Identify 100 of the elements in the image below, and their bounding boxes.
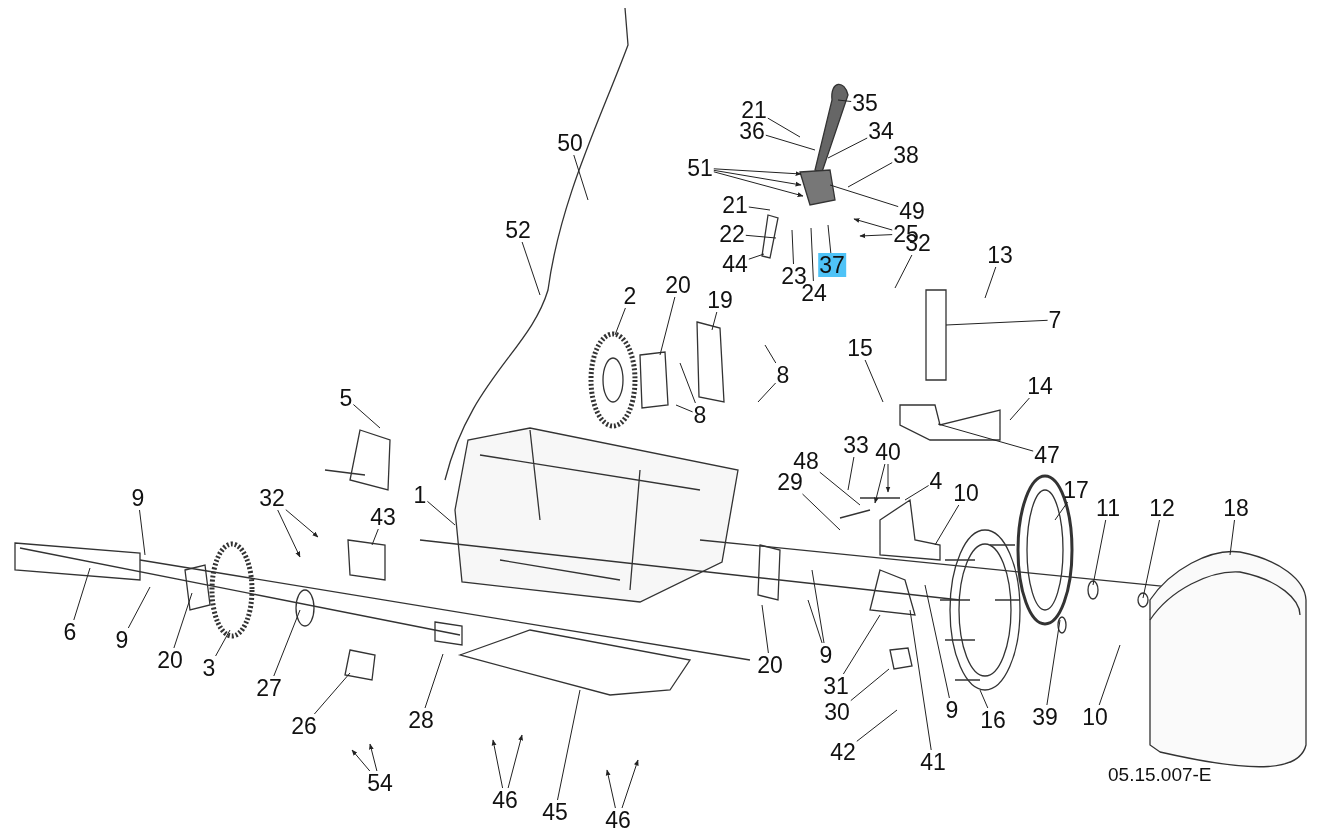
callout-number: 36 <box>738 119 766 143</box>
leader-line <box>765 134 816 151</box>
leader-line <box>426 500 456 526</box>
callout-number: 38 <box>892 143 920 167</box>
callout-number: 26 <box>290 714 318 738</box>
callout-number: 16 <box>979 708 1007 732</box>
callout-number: 20 <box>156 648 184 672</box>
leader-line <box>847 456 855 491</box>
callout-number: 8 <box>775 363 791 387</box>
callout-number: 5 <box>338 386 354 410</box>
callout-number: 54 <box>366 771 394 795</box>
callout-number: 9 <box>944 698 960 722</box>
leader-line <box>853 218 893 231</box>
leader-line <box>139 509 146 556</box>
leader-line <box>215 629 231 657</box>
leader-line <box>1098 644 1121 706</box>
callout-number: 33 <box>842 433 870 457</box>
callout-number: 18 <box>1222 496 1250 520</box>
leader-line <box>864 359 884 403</box>
leader-line <box>285 509 319 538</box>
callout-number: 28 <box>407 708 435 732</box>
callout-number: 8 <box>692 403 708 427</box>
leader-line <box>934 504 960 546</box>
leader-line <box>791 229 794 265</box>
callout-number: 20 <box>664 273 692 297</box>
leader-line <box>802 493 841 531</box>
leader-line <box>491 739 504 789</box>
leader-line <box>713 171 804 197</box>
leader-line <box>371 528 379 546</box>
callout-number: 46 <box>491 788 519 812</box>
leader-line <box>614 307 626 336</box>
callout-number: 47 <box>1033 443 1061 467</box>
callout-number: 40 <box>874 440 902 464</box>
callout-number: 46 <box>604 808 632 832</box>
leader-line <box>856 709 898 742</box>
leader-line <box>659 296 676 356</box>
callout-number: 51 <box>686 156 714 180</box>
leader-line <box>277 509 301 558</box>
leader-line <box>313 672 351 715</box>
leader-line <box>807 599 823 644</box>
callout-number: 22 <box>718 222 746 246</box>
leader-line <box>937 423 1034 452</box>
callout-number: 9 <box>818 643 834 667</box>
callout-number: 13 <box>986 243 1014 267</box>
callout-number: 27 <box>255 676 283 700</box>
callout-number: 3 <box>201 656 217 680</box>
callout-number: 12 <box>1148 496 1176 520</box>
leader-line <box>827 224 832 254</box>
callout-number: 1 <box>412 483 428 507</box>
leader-line <box>352 404 381 429</box>
callout-number: 49 <box>898 199 926 223</box>
leader-line <box>924 584 950 699</box>
callout-number: 10 <box>952 481 980 505</box>
leader-line <box>675 404 694 413</box>
leader-line <box>847 162 893 188</box>
callout-number: 7 <box>1047 308 1063 332</box>
leader-line <box>909 609 932 751</box>
callout-number: 30 <box>823 700 851 724</box>
leader-line <box>1092 519 1107 586</box>
callout-number: 21 <box>740 98 768 122</box>
leader-line <box>1054 501 1069 521</box>
leader-line <box>757 382 777 403</box>
callout-number: 4 <box>928 469 944 493</box>
callout-number: 37 <box>818 253 846 277</box>
leader-line <box>842 614 881 675</box>
leader-line <box>850 668 890 702</box>
leader-line <box>1046 619 1061 706</box>
leader-line <box>894 254 913 289</box>
leader-line <box>713 168 802 177</box>
callout-number: 10 <box>1081 705 1109 729</box>
leader-line <box>621 759 639 809</box>
callout-number: 11 <box>1095 496 1121 520</box>
callout-number: 43 <box>369 505 397 529</box>
callout-number: 9 <box>114 628 130 652</box>
callout-number: 42 <box>829 740 857 764</box>
leader-line <box>979 689 989 709</box>
callout-number: 34 <box>867 119 895 143</box>
leader-line <box>767 117 801 138</box>
leader-line <box>424 653 444 709</box>
leader-line <box>748 206 771 211</box>
callout-number: 2 <box>622 284 638 308</box>
callout-number: 19 <box>706 288 734 312</box>
leader-line <box>1009 397 1030 421</box>
leader-line <box>521 241 541 296</box>
callout-number: 41 <box>919 750 947 774</box>
leader-line <box>679 362 696 404</box>
leader-line <box>573 154 589 201</box>
leader-line <box>748 253 765 260</box>
callout-number: 39 <box>1031 705 1059 729</box>
leader-line <box>885 463 891 493</box>
leader-line <box>827 137 868 159</box>
leader-line <box>745 234 777 239</box>
callout-number: 21 <box>721 193 749 217</box>
callout-number: 52 <box>504 218 532 242</box>
callout-number: 9 <box>130 486 146 510</box>
leader-line <box>351 749 371 772</box>
callout-number: 31 <box>822 674 850 698</box>
leader-line <box>557 689 581 801</box>
drawing-number: 05.15.007-E <box>1108 764 1212 786</box>
callout-number: 44 <box>721 252 749 276</box>
